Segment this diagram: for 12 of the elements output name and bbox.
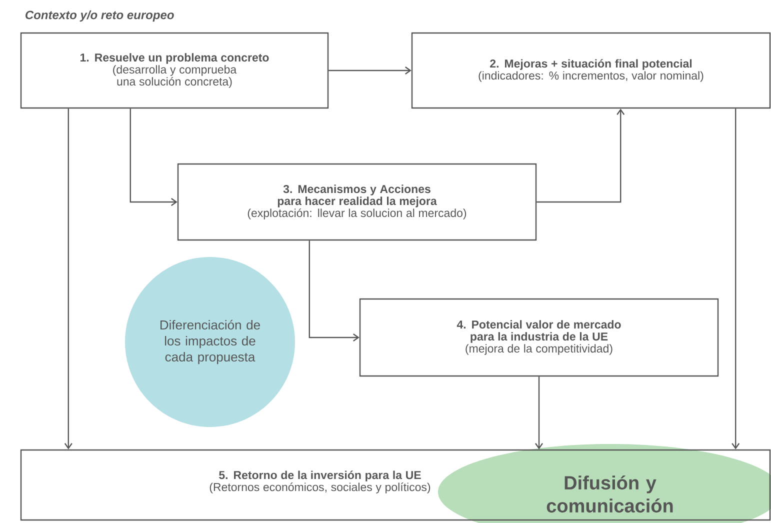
arrow — [328, 66, 412, 74]
process-box: 4. Potencial valor de mercado para la industria de la UE (mejora de la competitividad) — [359, 298, 719, 377]
arrow — [536, 108, 625, 203]
arrow — [535, 376, 543, 450]
arrow — [130, 108, 178, 206]
arrow — [308, 240, 360, 342]
title: Contexto y/o reto europeo — [26, 10, 174, 22]
arrow — [732, 108, 740, 450]
process-box: 3. Mecanismos y Acciones para hacer realidad la mejora (explotación: llevar la solucion al mercado) — [177, 163, 537, 241]
process-box: 1. Resuelve un problema concreto (desarrolla y comprueba una solución concreta) — [20, 32, 329, 109]
arrow — [64, 108, 72, 450]
process-box: 2. Mejoras + situación final potencial (indicadores: % incrementos, valor nominal) — [411, 32, 771, 109]
